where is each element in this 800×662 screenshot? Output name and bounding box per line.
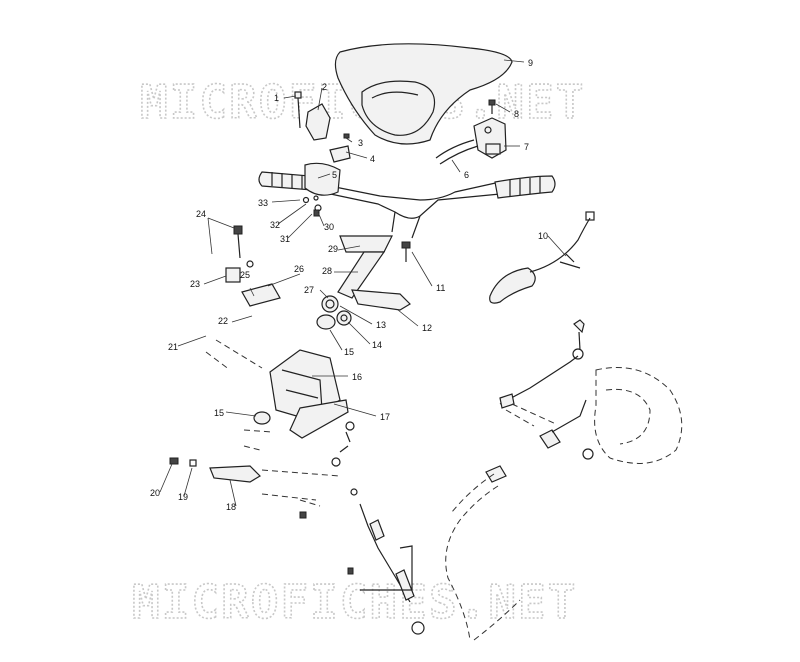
rod-end [299, 421, 358, 519]
callout-23: 23 [190, 279, 200, 289]
callout-9: 9 [528, 58, 533, 68]
carburetor-outline [594, 367, 683, 464]
callout-1: 1 [274, 93, 279, 103]
callout-32: 32 [270, 220, 280, 230]
callout-4: 4 [370, 154, 375, 164]
callout-6: 6 [464, 170, 469, 180]
handlebar [258, 171, 556, 239]
bushing-27 [321, 295, 339, 313]
callout-5: 5 [332, 170, 337, 180]
callout-15-upper: 15 [344, 347, 354, 357]
callout-2: 2 [322, 82, 327, 92]
throttle-cable-lower [347, 503, 425, 635]
bracket-12 [351, 289, 411, 311]
callout-19: 19 [178, 492, 188, 502]
bar-clamp [304, 162, 341, 196]
bracket-2 [305, 103, 331, 141]
callout-33: 33 [258, 198, 268, 208]
callout-25: 25 [240, 270, 250, 280]
screw-11 [401, 241, 411, 249]
handlebar-cover [334, 43, 513, 145]
washer-32 [313, 195, 319, 201]
nut-31 [313, 209, 320, 217]
throttle-cable [435, 139, 475, 159]
callout-15-lower: 15 [214, 408, 224, 418]
callout-16: 16 [352, 372, 362, 382]
carburetor-linkage [485, 319, 594, 483]
callout-31: 31 [280, 234, 290, 244]
steering-post [337, 235, 393, 299]
switch-housing [473, 117, 507, 159]
bolt-24 [233, 225, 243, 235]
plate-25 [241, 283, 281, 307]
callout-13: 13 [376, 320, 386, 330]
nut-33 [302, 196, 310, 204]
callout-29: 29 [328, 244, 338, 254]
bushing-14 [336, 310, 352, 326]
screw-3 [343, 133, 350, 139]
callout-17: 17 [380, 412, 390, 422]
callout-18: 18 [226, 502, 236, 512]
watermark-bottom: MICROFICHES.NET [132, 575, 577, 629]
callout-21: 21 [168, 342, 178, 352]
callout-12: 12 [422, 323, 432, 333]
bolt-1 [294, 91, 302, 129]
callout-11: 11 [436, 283, 445, 293]
spacer-23 [225, 267, 241, 283]
column-support [269, 349, 349, 439]
callout-24: 24 [196, 209, 206, 219]
callout-labels: 1 2 3 4 5 6 7 8 9 10 11 12 13 14 15 15 1… [150, 58, 548, 512]
steering-arm-18 [209, 465, 261, 483]
callout-3: 3 [358, 138, 363, 148]
bolt-20 [169, 457, 179, 465]
callout-22: 22 [218, 316, 228, 326]
callout-10: 10 [538, 231, 548, 241]
screw-8 [488, 99, 496, 114]
callout-26: 26 [294, 264, 304, 274]
leader-lines [159, 59, 567, 507]
callout-30: 30 [324, 222, 334, 232]
callout-20: 20 [150, 488, 160, 498]
callout-27: 27 [304, 285, 314, 295]
callout-28: 28 [322, 266, 332, 276]
callout-14: 14 [372, 340, 382, 350]
washer-19 [189, 459, 197, 467]
clamp-4 [329, 145, 351, 163]
callout-8: 8 [514, 109, 519, 119]
cable-route [445, 473, 499, 641]
nut-26 [246, 260, 254, 268]
throttle-lever [489, 211, 595, 304]
callout-7: 7 [524, 142, 529, 152]
bushing-15 [316, 314, 336, 330]
bushing-15-lower [253, 411, 271, 425]
